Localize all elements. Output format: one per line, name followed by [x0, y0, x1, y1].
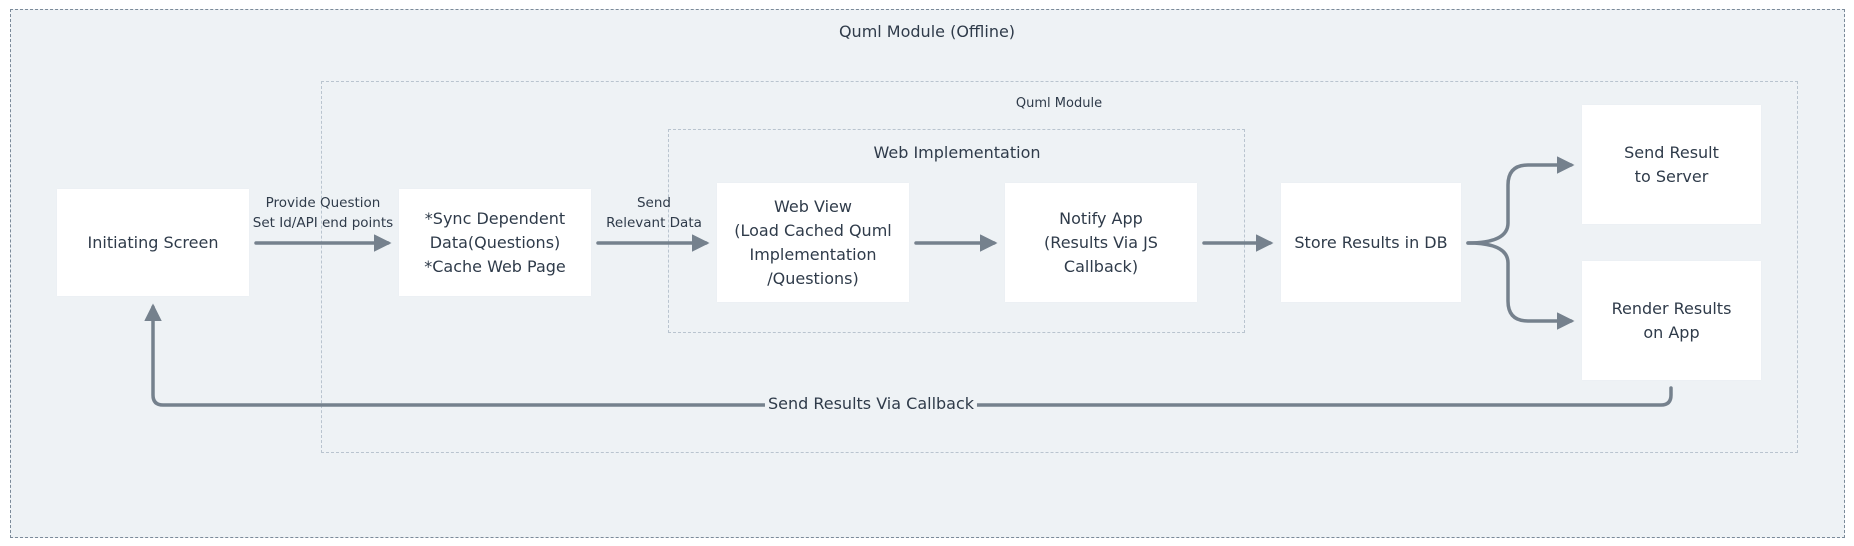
group-label-quml-module-offline: Quml Module (Offline) — [838, 22, 1016, 41]
edge-store-to-render — [1466, 241, 1575, 330]
node-render-results: Render Results on App — [1582, 261, 1761, 380]
edge-store-to-send — [1466, 156, 1575, 245]
group-label-web-implementation: Web Implementation — [873, 143, 1041, 162]
group-web-implementation — [668, 129, 1245, 333]
edge-label-send-relevant-data: Send Relevant Data — [606, 195, 702, 231]
node-web-view: Web View (Load Cached Quml Implementatio… — [717, 183, 909, 302]
group-quml-module — [321, 81, 1798, 453]
group-quml-module-offline — [10, 9, 1845, 538]
node-sync-dependent-data: *Sync Dependent Data(Questions) *Cache W… — [399, 189, 591, 296]
edge-label-provide-question: Provide Question Set Id/API end points — [252, 195, 394, 231]
node-initiating-screen: Initiating Screen — [57, 189, 249, 296]
node-store-results: Store Results in DB — [1281, 183, 1461, 302]
group-label-quml-module: Quml Module — [1015, 96, 1103, 111]
node-notify-app: Notify App (Results Via JS Callback) — [1005, 183, 1197, 302]
node-send-result-to-server: Send Result to Server — [1582, 105, 1761, 224]
edge-render-callback — [144, 303, 1673, 407]
edge-label-send-results-via-callback: Send Results Via Callback — [764, 393, 978, 415]
